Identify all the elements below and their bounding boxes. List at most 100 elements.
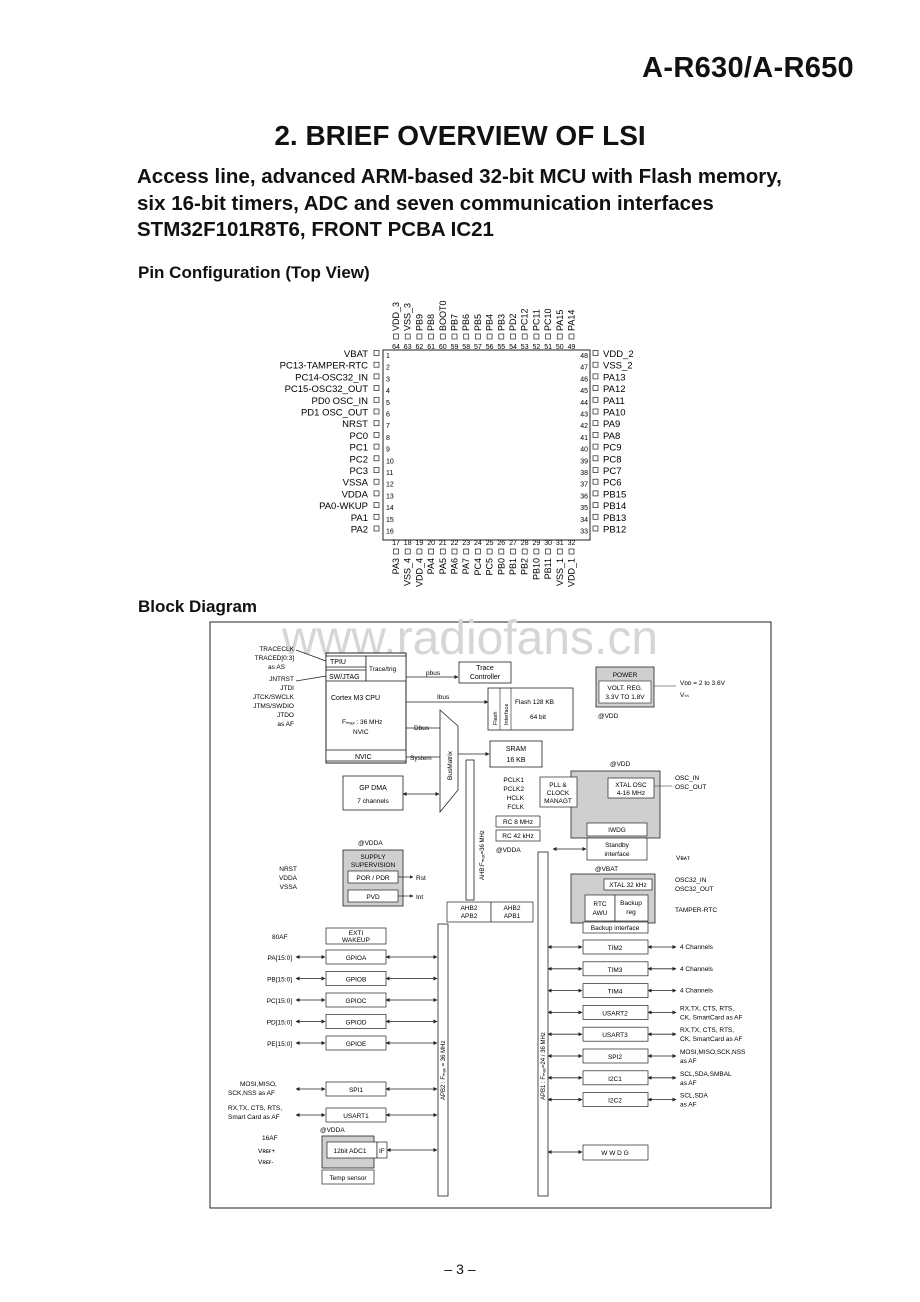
iwdg-block — [586, 822, 648, 837]
peripheral-signal-label: 4 Channels — [680, 988, 714, 995]
apb1-bus-label: APB1 : Fₘₐₓ=24 / 36 MHz — [541, 1032, 547, 1100]
apb2-bus — [437, 923, 449, 1197]
pin-name: PA7 — [461, 558, 471, 574]
gpio-label: GPIOE — [346, 1041, 367, 1048]
pin-name: PB13 — [603, 513, 626, 524]
temp-sensor-label: Temp sensor — [329, 1175, 367, 1182]
ahb2apb2-label: AHB2 — [461, 905, 478, 912]
exti-label: EXTI — [349, 930, 364, 937]
pin-pad — [533, 548, 540, 555]
pin-pad — [416, 333, 423, 340]
pin-pad — [592, 432, 599, 438]
ahb2apb1-label: APB1 — [504, 913, 521, 920]
pin-pad — [439, 333, 446, 340]
sram-size-label: 16 KB — [506, 757, 525, 764]
osc-out-label: OSC_OUT — [675, 784, 706, 791]
pin-pad — [592, 350, 599, 356]
subtitle-line: Access line, advanced ARM-based 32-bit M… — [137, 165, 782, 188]
usart1-signal-label: RX,TX, CTS, RTS, — [228, 1105, 282, 1112]
wwdg-label: W W D G — [601, 1150, 628, 1157]
pin-name: PC5 — [485, 558, 495, 576]
standby-label: Standby — [605, 842, 630, 849]
pin-name: PB11 — [543, 558, 553, 579]
pin-number: 30 — [544, 540, 552, 547]
pin-pad — [545, 333, 551, 340]
pin-number: 63 — [404, 344, 412, 351]
pin-number: 17 — [392, 540, 400, 547]
pin-name: PC10 — [543, 308, 553, 331]
pin-name: VSS_2 — [603, 361, 633, 372]
pll-label: CLOCK — [547, 790, 570, 797]
pin-name: PB10 — [531, 558, 541, 580]
pin-name: VSS_1 — [555, 558, 565, 586]
gpio-port-label: PC[15:0] — [267, 998, 292, 1005]
peripheral-signal-label: SCL,SDA — [680, 1093, 708, 1100]
pin-number: 7 — [386, 423, 390, 430]
pin-pad — [373, 373, 380, 380]
xtal-osc-freq-label: 4-16 MHz — [617, 790, 645, 797]
pin-name: PA14 — [567, 310, 577, 331]
pin-name: PC6 — [603, 478, 621, 489]
pin-name: PA15 — [555, 310, 565, 331]
pin-number: 40 — [580, 447, 588, 454]
gpio-port-label: PA[15:0] — [268, 955, 293, 962]
pin-name: VSSA — [343, 478, 369, 489]
pll-label: PLL & — [549, 782, 567, 789]
pin-name: PA5 — [438, 558, 448, 574]
osc-in-label: OSC_IN — [675, 775, 700, 782]
pin-name: PB5 — [473, 314, 483, 331]
pin-number: 20 — [427, 540, 435, 547]
volt-reg-range-label: 3.3V TO 1.8V — [605, 694, 645, 701]
pin-number: 10 — [386, 458, 394, 465]
pin-pad — [592, 385, 599, 391]
pin-number: 19 — [416, 540, 424, 547]
pin-name: PC8 — [603, 454, 621, 465]
pin-number: 5 — [386, 400, 390, 407]
debug-signal-label: as AF — [277, 721, 294, 728]
trace-trig-label: Trace/trig — [369, 666, 397, 673]
peripheral-signal-label: as AF — [680, 1080, 697, 1087]
pin-number: 6 — [386, 412, 390, 419]
pin-pad — [510, 548, 516, 555]
pin-number: 49 — [568, 344, 576, 351]
pin-number: 48 — [580, 353, 588, 360]
pin-number: 11 — [386, 470, 393, 477]
pin-name: VDD_2 — [603, 349, 634, 360]
pin-name: PB12 — [603, 525, 626, 536]
debug-signal-label: TRACED[0:3] — [255, 655, 295, 662]
af16-label: 16AF — [262, 1135, 278, 1142]
xtal32-block — [603, 878, 653, 891]
clock-signal-label: FCLK — [507, 804, 524, 811]
rc8-block — [495, 815, 541, 828]
pin-pad — [404, 333, 411, 340]
pin-number: 18 — [404, 540, 412, 547]
ic-package-outline — [382, 349, 591, 541]
vss-label: Vₛₛ — [680, 692, 690, 699]
at-vbat-label: @VBAT — [595, 866, 618, 873]
pin-number: 52 — [533, 344, 541, 351]
backup-interface-label: Backup interface — [591, 925, 640, 932]
pin-pad — [592, 443, 599, 450]
pin-name: PB14 — [603, 501, 626, 512]
page-number: – 3 – — [444, 1261, 476, 1277]
pin-number: 38 — [580, 470, 588, 477]
pin-pad — [556, 333, 563, 340]
vdda-label: VDDA — [279, 875, 298, 882]
pin-pad — [373, 408, 380, 415]
pin-pad — [373, 432, 380, 438]
pin-name: PC7 — [603, 466, 621, 477]
vbat-out-label: Vʙᴀᴛ — [676, 855, 690, 862]
pin-name: PD1 OSC_OUT — [301, 408, 368, 419]
subtitle-line: STM32F101R8T6, FRONT PCBA IC21 — [137, 218, 494, 241]
peripheral-signal-label: SCL,SDA,SMBAL — [680, 1071, 732, 1078]
pin-pad — [592, 490, 599, 497]
gpio-label: GPIOD — [346, 1020, 367, 1027]
pin-pad — [373, 525, 380, 532]
apb1-bus — [537, 851, 549, 1197]
pin-number: 34 — [580, 517, 588, 524]
awu-label: AWU — [593, 910, 608, 917]
swjtag-label: SW/JTAG — [329, 674, 360, 681]
pin-pad — [510, 333, 516, 340]
pin-pad — [498, 548, 505, 555]
pin-name: PC14-OSC32_IN — [295, 372, 368, 383]
